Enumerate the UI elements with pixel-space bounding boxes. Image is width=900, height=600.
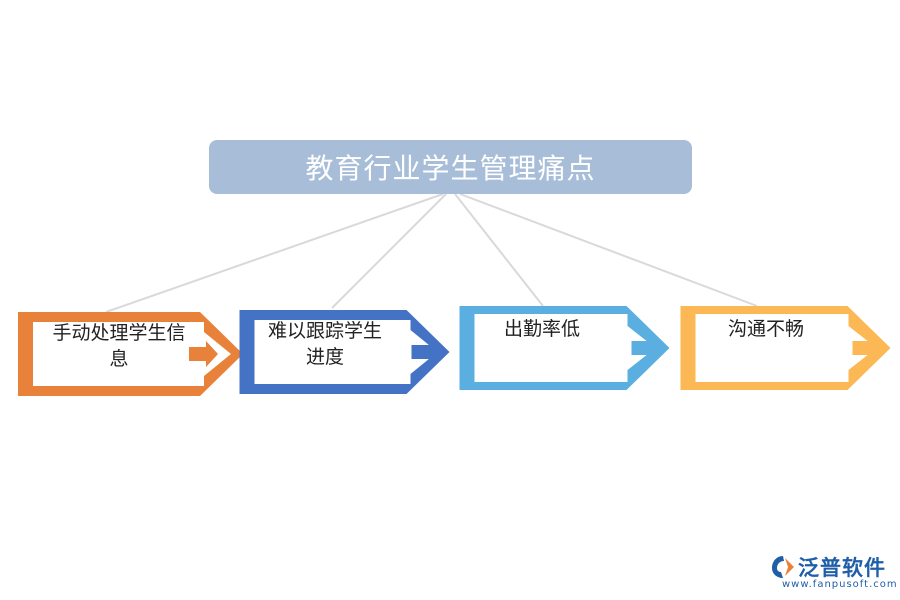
arrow-right-icon — [411, 339, 441, 365]
card-label: 难以跟踪学生进度 — [267, 320, 382, 368]
connector-line-2 — [331, 193, 447, 309]
connector-line-4 — [459, 193, 758, 307]
card-frame — [239, 310, 450, 394]
card-label: 沟通不畅 — [727, 318, 804, 340]
pain-point-card-4: 沟通不畅 — [673, 306, 898, 390]
arrow-right-icon — [631, 335, 661, 361]
card-label: 手动处理学生信息 — [52, 322, 186, 370]
arrow-right-icon — [189, 341, 218, 367]
card-inner — [695, 314, 849, 382]
watermark-url: www.fanpusoft.com — [782, 579, 898, 590]
pain-point-card-1: 手动处理学生信息 — [18, 312, 243, 396]
fanpu-watermark: 泛普软件 www.fanpusoft.com — [768, 552, 897, 594]
card-inner — [33, 322, 204, 386]
connector-line-3 — [454, 193, 544, 307]
arrow-right-icon — [852, 335, 882, 361]
card-inner — [474, 314, 628, 382]
card-frame — [18, 312, 243, 396]
card-label: 出勤率低 — [503, 318, 580, 340]
fanpu-logo-icon — [772, 556, 794, 578]
card-frame — [680, 306, 891, 390]
connector-line-1 — [105, 193, 444, 313]
card-frame — [459, 306, 670, 390]
diagram-title: 教育行业学生管理痛点 — [209, 140, 692, 194]
watermark-brand-name: 泛普软件 — [798, 556, 886, 580]
pain-point-card-3: 出勤率低 — [452, 306, 677, 390]
card-inner — [254, 320, 411, 384]
pain-point-card-2: 难以跟踪学生进度 — [232, 310, 457, 394]
